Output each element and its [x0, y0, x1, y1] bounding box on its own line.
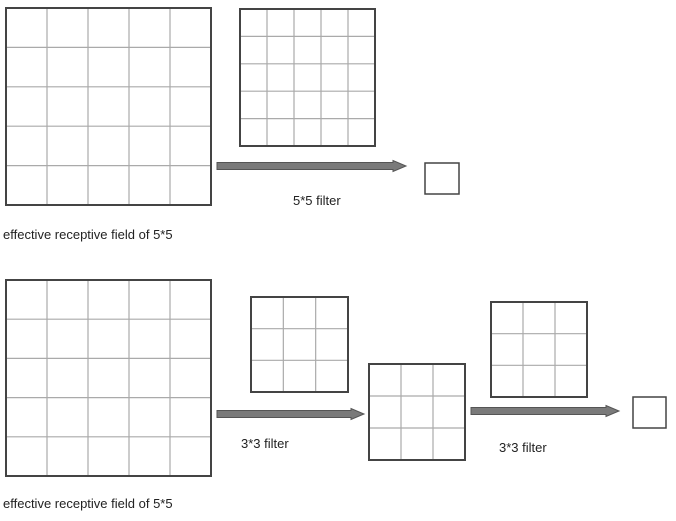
top-output-cell [424, 162, 460, 195]
bottom-arrow-1 [216, 407, 366, 421]
bottom-filter-grid-3x3-first [250, 296, 349, 393]
bottom-caption: effective receptive field of 5*5 [3, 496, 173, 511]
top-filter-grid-5x5 [239, 8, 376, 147]
top-arrow [216, 159, 408, 173]
bottom-filter-grid-3x3-second [490, 301, 588, 398]
bottom-input-grid-5x5-border [5, 279, 212, 477]
top-filter-label: 5*5 filter [293, 193, 341, 208]
bottom-filter-grid-3x3-second-border [490, 301, 588, 398]
bottom-intermediate-grid-3x3-border [368, 363, 466, 461]
bottom-filter-label-1: 3*3 filter [241, 436, 289, 451]
bottom-arrow-2 [470, 404, 621, 418]
top-filter-grid-5x5-border [239, 8, 376, 147]
bottom-intermediate-grid-3x3 [368, 363, 466, 461]
bottom-output-cell [632, 396, 667, 429]
bottom-input-grid-5x5 [5, 279, 212, 477]
top-input-grid-5x5 [5, 7, 212, 206]
top-caption: effective receptive field of 5*5 [3, 227, 173, 242]
bottom-filter-grid-3x3-first-border [250, 296, 349, 393]
bottom-filter-label-2: 3*3 filter [499, 440, 547, 455]
top-input-grid-5x5-border [5, 7, 212, 206]
